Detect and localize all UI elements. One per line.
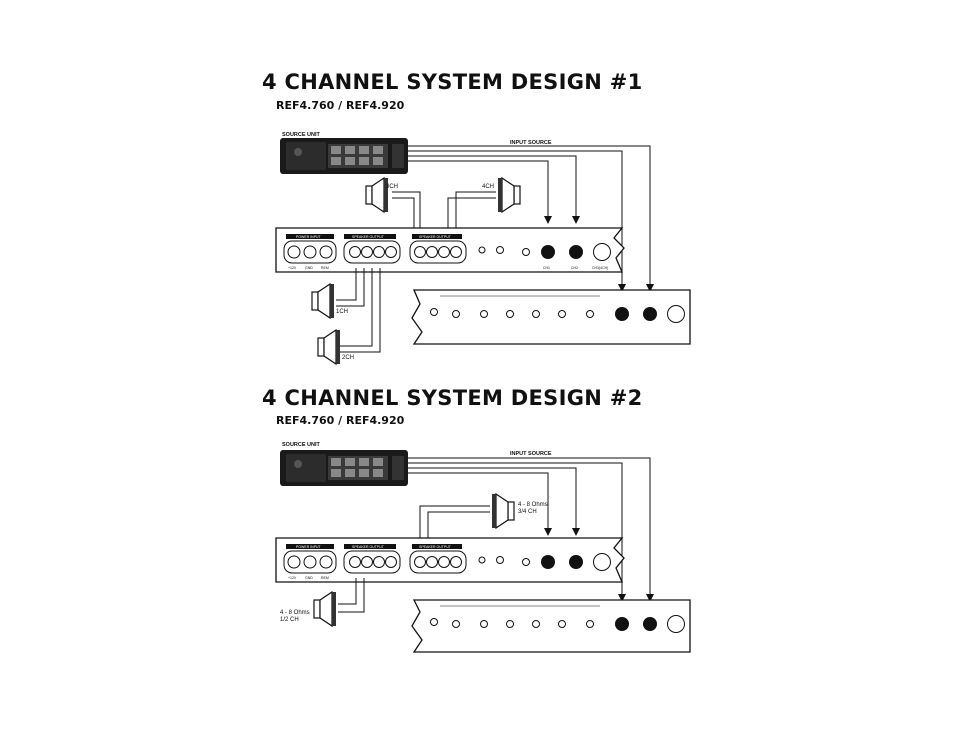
design2-source-unit [280,450,408,486]
design2-speaker-front-label: 4 - 8 Ohms 3/4 CH [518,502,549,515]
design2-speaker-wires-bottom [338,578,365,613]
design1-terminal-12v: +12V [288,266,297,270]
design2-models: REF4.760 / REF4.920 [276,414,405,427]
design1-rca-jack-ch2 [569,245,583,259]
design1-rca-lines [408,145,654,292]
design1-speaker-1ch [311,283,335,319]
design1-power-input-label: POWER INPUT [296,235,322,239]
design1-speaker-2ch [317,329,341,365]
design1-models: REF4.760 / REF4.920 [276,99,405,112]
design2-title: 4 CHANNEL SYSTEM DESIGN #2 [262,386,643,410]
design2-terminal-gnd: GND [305,576,313,580]
design1-source-unit [280,138,408,174]
design1-rca-jack-ch1 [541,245,555,259]
design2-front-ch: 3/4 CH [518,509,537,515]
design1-amplifier: POWER INPUT SPEAKER OUTPUT SPEAKER OUTPU… [275,227,625,273]
design1-source-unit-label: SOURCE UNIT [282,132,321,138]
design1-speaker-4ch-label: 4CH [482,184,494,190]
design1-terminal-gnd: GND [305,266,313,270]
design2-rear-ohms: 4 - 8 Ohms [280,610,310,616]
design1-amplifier-controls [411,289,691,345]
design2-speaker-output-label-b: SPEAKER OUTPUT [419,545,452,549]
design1-input-source-label: INPUT SOURCE [510,140,552,146]
design2-rca-jack-ch2 [569,555,583,569]
design1-rca-jack-ch4 [643,307,657,321]
design2-rca-jack-ch4 [643,617,657,631]
design1-input-ch1: CH1 [543,266,550,270]
design2-speaker-front [491,493,515,529]
design2-speaker-wires-top [419,505,490,540]
design1-input-ch2: CH2 [571,266,578,270]
design2-rear-ch: 1/2 CH [280,617,299,623]
design1-title: 4 CHANNEL SYSTEM DESIGN #1 [262,70,643,94]
design2-power-input-label: POWER INPUT [296,545,322,549]
design2-speaker-output-label-a: SPEAKER OUTPUT [352,545,385,549]
design1-speaker-3ch [365,177,389,213]
design2-speaker-rear [313,591,337,627]
design1-speaker-output-label-a: SPEAKER OUTPUT [352,235,385,239]
design1-terminal-rem: REM [321,266,329,270]
design2-terminal-12v: +12V [288,576,297,580]
design2-input-source-label: INPUT SOURCE [510,451,552,457]
design1-speaker-wires-top [392,191,496,230]
design2-rca-lines [408,457,654,602]
design1-speaker-3ch-label: 3CH [386,184,398,190]
design2-amplifier: POWER INPUT SPEAKER OUTPUT SPEAKER OUTPU… [275,537,625,583]
design2-source-unit-label: SOURCE UNIT [282,442,321,448]
design2-rca-jack-ch1 [541,555,555,569]
design2-front-ohms: 4 - 8 Ohms [518,502,548,508]
design2-speaker-rear-label: 4 - 8 Ohms 1/2 CH [280,610,311,623]
design2-amplifier-controls [411,599,691,653]
design1-speaker-2ch-label: 2CH [342,355,354,361]
design2-rca-jack-ch3 [615,617,629,631]
design1-speaker-1ch-label: 1CH [336,309,348,315]
design1-speaker-output-label-b: SPEAKER OUTPUT [419,235,452,239]
design2-terminal-rem: REM [321,576,329,580]
design1-rca-jack-ch3 [615,307,629,321]
design1-speaker-4ch [497,177,521,213]
design1-input-ch3: CH3(4CH) [592,266,608,270]
design1-speaker-wires-bottom [336,268,381,353]
